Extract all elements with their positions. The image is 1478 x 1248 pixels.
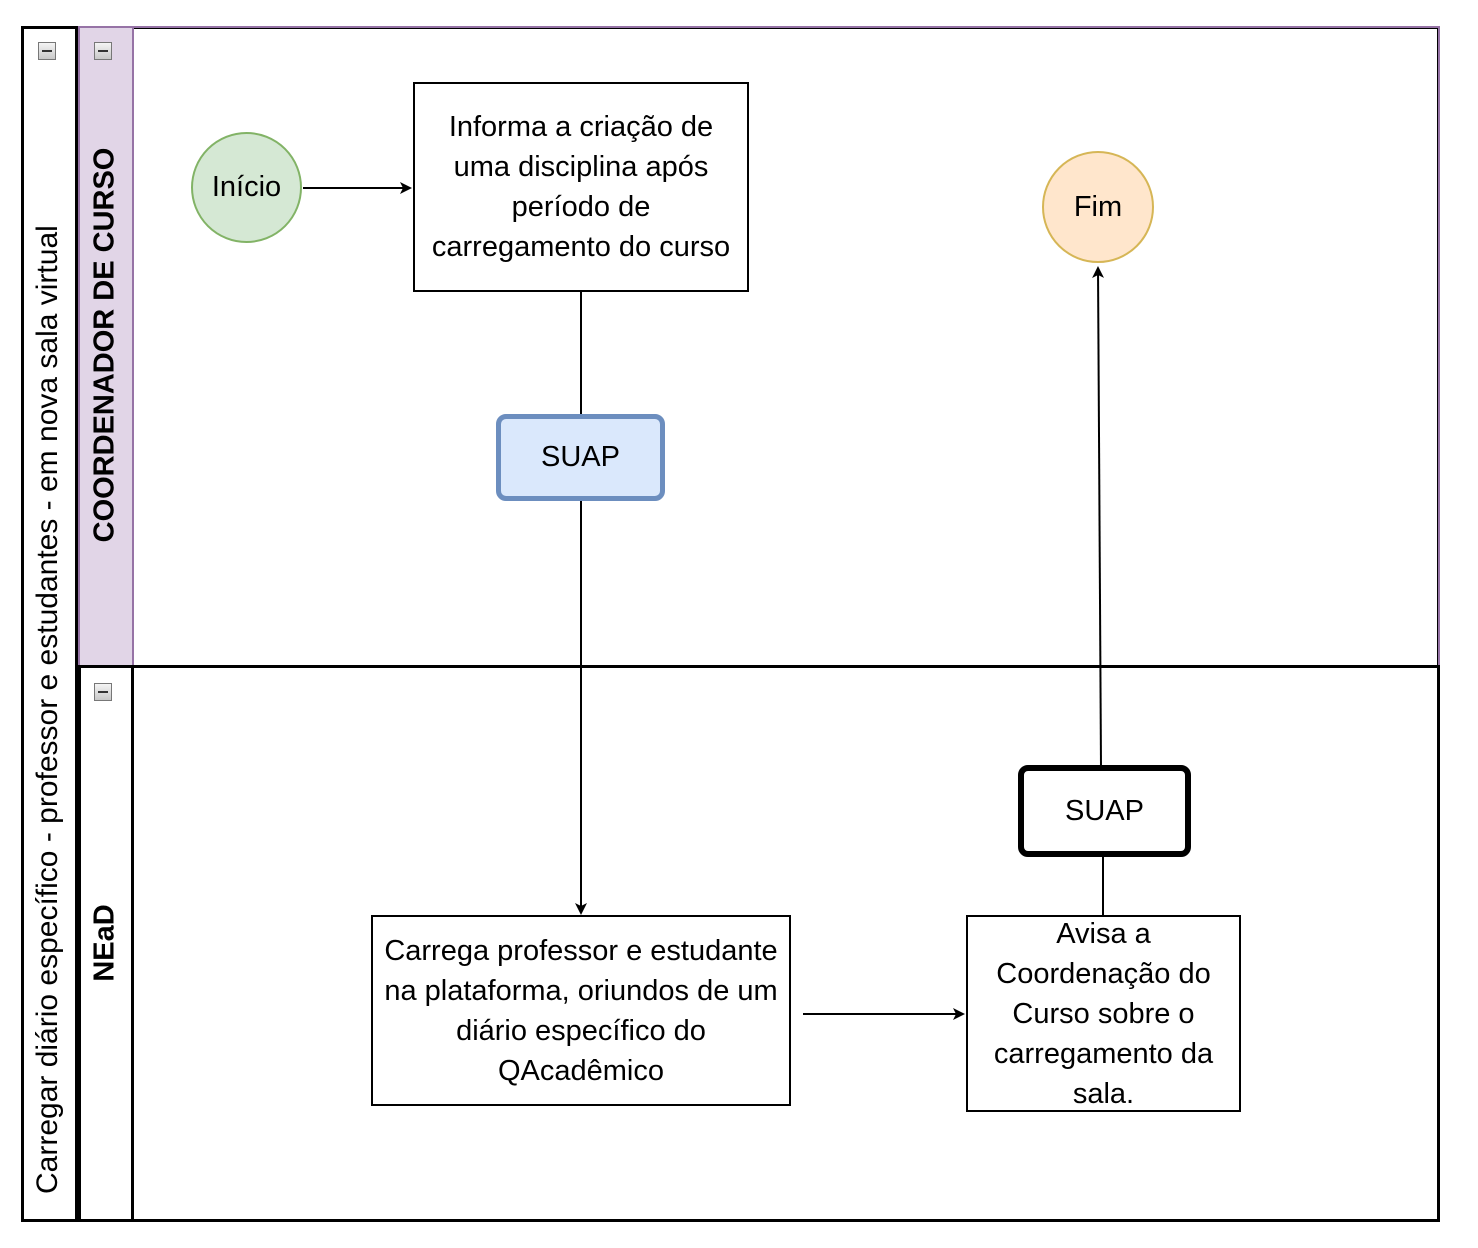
task-notify: Avisa a Coordenação do Curso sobre o car… [966,915,1241,1112]
end-event: Fim [1042,151,1154,263]
lane-coordinator-collapse-icon[interactable] [94,42,112,60]
pool-collapse-icon[interactable] [38,42,56,60]
system-suap-bottom: SUAP [1018,765,1191,857]
pool-header [21,26,78,1222]
edge-suap-to-end [1092,266,1105,769]
lane-coordinator-header [78,26,134,667]
system-suap-top: SUAP [496,414,665,501]
lane-nead-header [78,665,134,1222]
start-event: Início [191,132,302,243]
task-load: Carrega professor e estudante na platafo… [371,915,791,1106]
lane-nead-collapse-icon[interactable] [94,683,112,701]
task-inform: Informa a criação de uma disciplina após… [413,82,749,292]
